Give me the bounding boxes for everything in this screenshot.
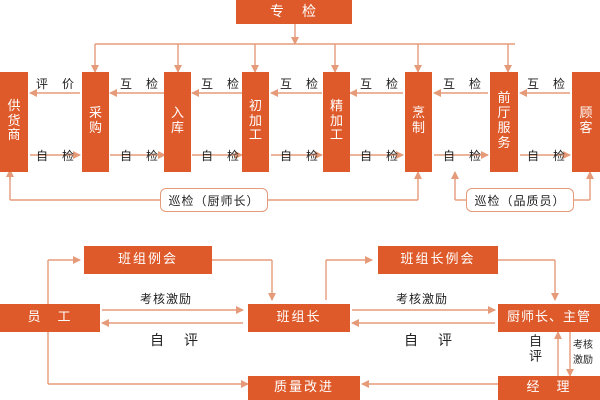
employee-box: 员 工 [0, 304, 100, 332]
team-leader-box: 班组长 [248, 304, 350, 332]
team-meeting-box: 班组例会 [84, 246, 212, 274]
label-assessment-incentive: 考核激励 [396, 292, 449, 306]
label-self-check: 自 检 [201, 149, 241, 163]
label-self-evaluation: 自 评 [404, 333, 455, 349]
label-mutual-check: 互 检 [527, 77, 567, 91]
label-assessment-vertical-2: 激励 [573, 355, 593, 366]
label-mutual-check: 互 检 [201, 77, 241, 91]
label-assessment-incentive: 考核激励 [140, 292, 193, 306]
warehousing-box: 入库 [164, 72, 191, 172]
fine-processing-box: 精加工 [323, 72, 350, 172]
label-mutual-check: 互 检 [120, 77, 160, 91]
patrol-chef-box: 巡检（厨师长） [160, 188, 268, 212]
procurement-box: 采购 [82, 72, 109, 172]
label-self-check: 自 检 [120, 149, 160, 163]
label-self-evaluation: 自 评 [150, 333, 201, 349]
label-self-check: 自 检 [360, 149, 400, 163]
team-leader-meeting-box: 班组长例会 [378, 246, 498, 274]
patrol-qa-box: 巡检（品质员） [466, 188, 574, 212]
zhuanjian-box: 专 检 [236, 0, 352, 24]
supplier-box: 供货商 [0, 72, 28, 172]
front-hall-service-box: 前厅服务 [490, 72, 518, 172]
manager-box: 经 理 [498, 376, 600, 400]
rough-processing-box: 初加工 [242, 72, 269, 172]
label-self-check: 自 检 [443, 149, 483, 163]
label-self-check: 自 检 [280, 149, 320, 163]
label-mutual-check: 互 检 [280, 77, 320, 91]
label-self-evaluation-vertical: 自评 [526, 334, 541, 364]
label-self-check: 自 检 [527, 149, 567, 163]
label-evaluation: 评 价 [36, 77, 76, 91]
chef-supervisor-box: 厨师长、主管 [498, 304, 600, 332]
cooking-box: 烹制 [405, 72, 432, 172]
quality-improvement-box: 质量改进 [248, 376, 360, 400]
label-mutual-check: 互 检 [443, 77, 483, 91]
customer-box: 顾客 [572, 72, 600, 172]
label-mutual-check: 互 检 [360, 77, 400, 91]
label-assessment-vertical-1: 考核 [573, 340, 593, 351]
label-self-check: 自 检 [36, 149, 76, 163]
